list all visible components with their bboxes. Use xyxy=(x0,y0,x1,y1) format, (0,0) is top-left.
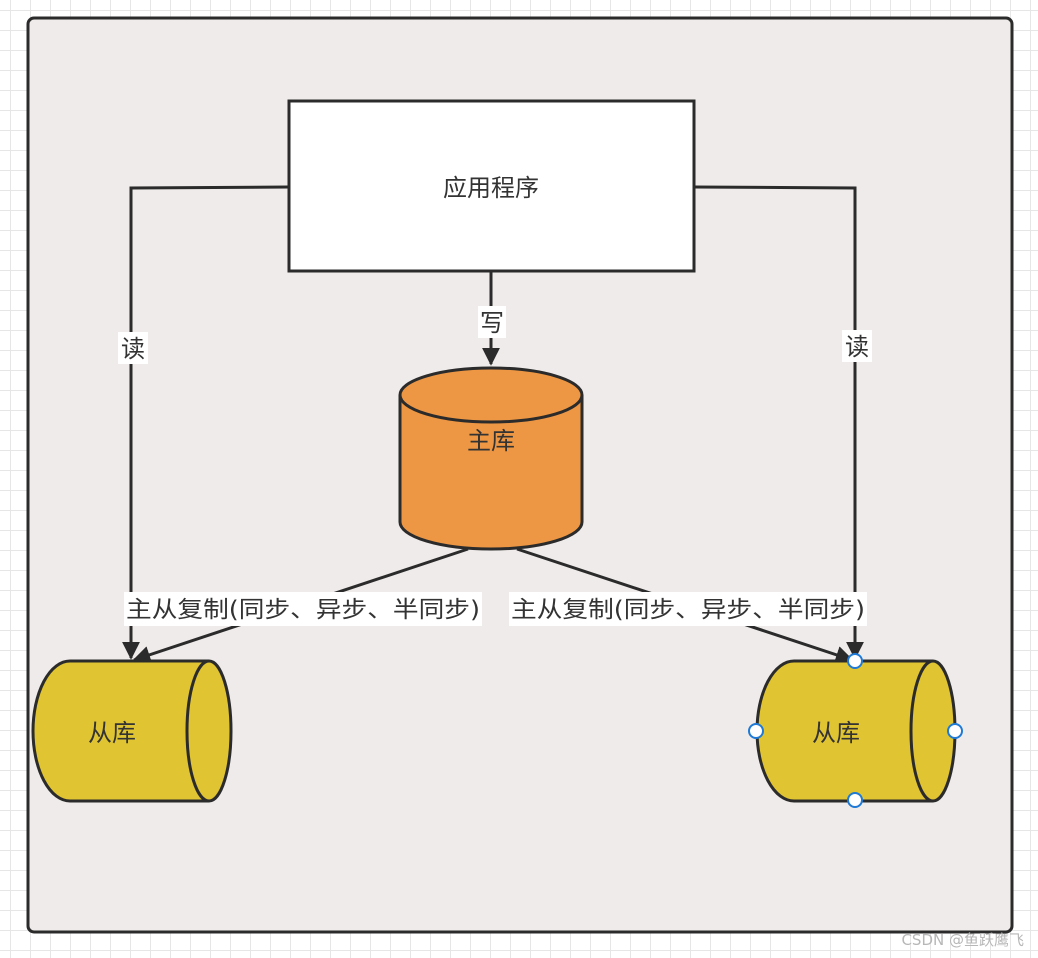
slave-db-right-label: 从库 xyxy=(812,719,860,747)
selection-handle-left[interactable] xyxy=(748,723,764,739)
slave-db-left-label: 从库 xyxy=(88,719,136,747)
master-db-node[interactable] xyxy=(398,366,584,551)
edge-read-right-label: 读 xyxy=(845,333,869,361)
selection-handle-bottom[interactable] xyxy=(847,792,863,808)
slave-db-left-node[interactable] xyxy=(31,659,233,803)
edge-repl-left-label: 主从复制(同步、异步、半同步) xyxy=(126,597,480,623)
app-node-label: 应用程序 xyxy=(443,174,539,202)
edge-repl-right-label: 主从复制(同步、异步、半同步) xyxy=(511,597,865,623)
edge-repl-left-label-bg xyxy=(124,592,482,626)
selection-handles[interactable] xyxy=(748,653,963,808)
master-db-label: 主库 xyxy=(467,427,515,455)
edge-write-label-bg xyxy=(478,306,506,338)
edge-write-label: 写 xyxy=(480,309,504,337)
watermark: CSDN @鱼跃鹰飞 xyxy=(901,931,1024,949)
edge-read-left-label: 读 xyxy=(121,335,145,363)
edge-read-right-label-bg xyxy=(842,330,872,362)
edge-read-right[interactable] xyxy=(693,185,864,660)
app-node[interactable] xyxy=(287,99,696,273)
selection-handle-top[interactable] xyxy=(847,653,863,669)
selection-handle-right[interactable] xyxy=(947,723,963,739)
edge-read-left[interactable] xyxy=(122,185,290,660)
edge-read-left-label-bg xyxy=(118,332,148,364)
edge-repl-right-label-bg xyxy=(509,592,867,626)
